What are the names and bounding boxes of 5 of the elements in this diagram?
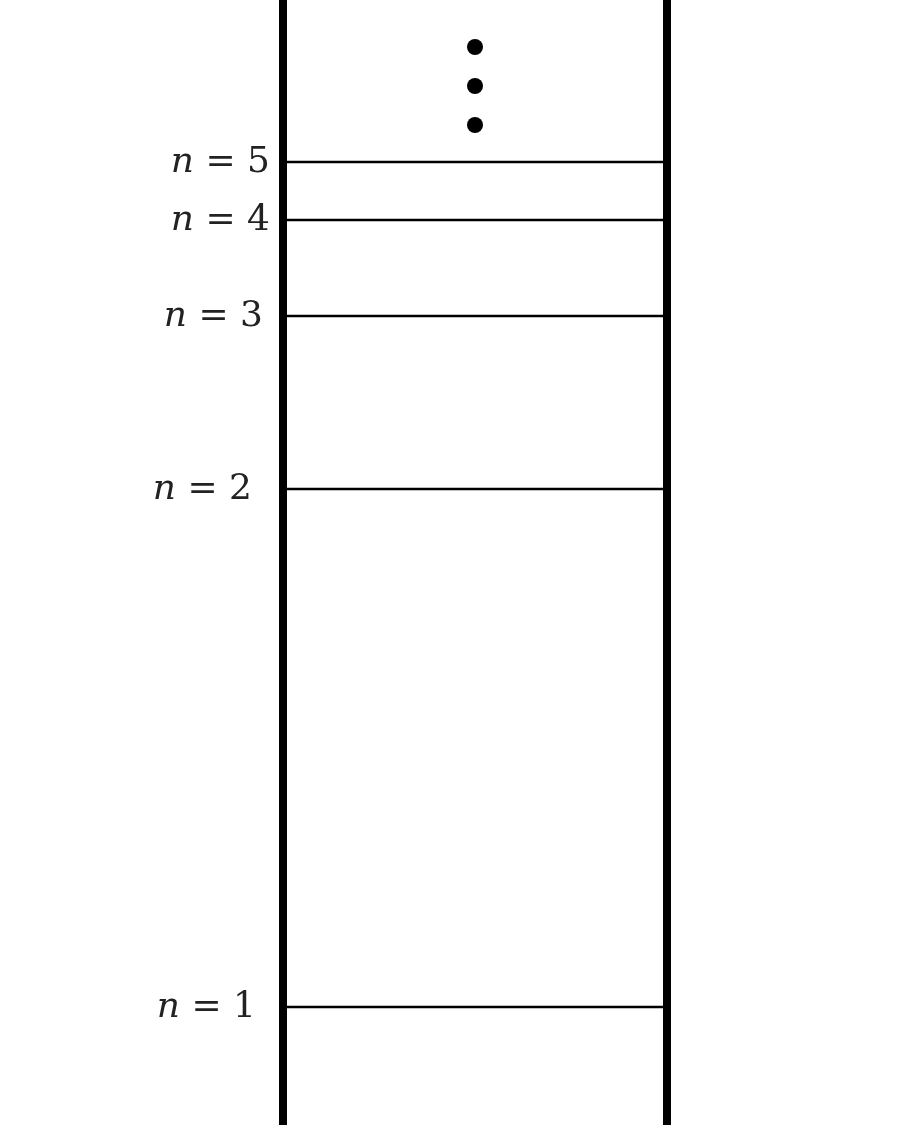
level-label: n = 2 xyxy=(152,467,252,507)
level-label: n = 5 xyxy=(170,140,270,180)
level-label: n = 1 xyxy=(156,985,256,1025)
level-label: n = 4 xyxy=(170,198,270,238)
level-label: n = 3 xyxy=(163,294,263,334)
